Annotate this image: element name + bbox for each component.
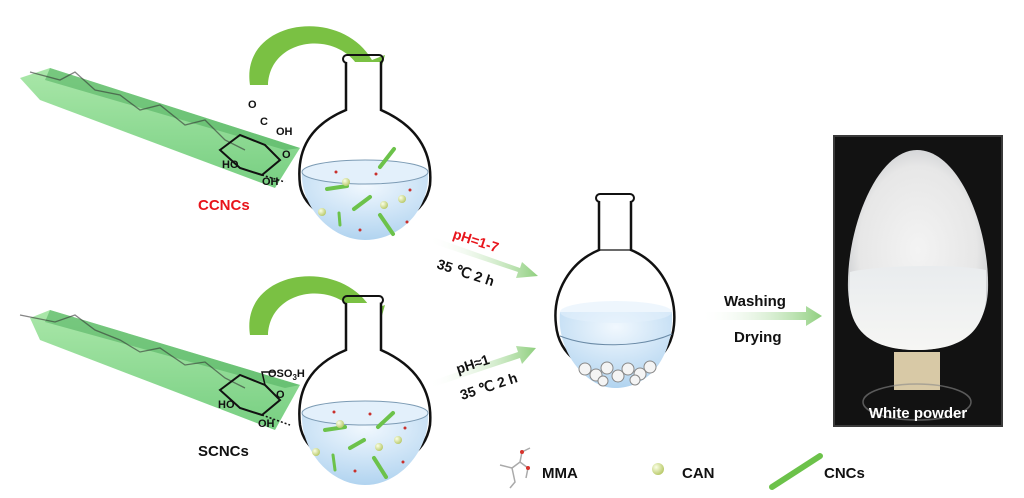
arrow-bottom-reaction [428,346,536,388]
cnc-rod-icon [769,453,823,490]
scnc-wavy-bond [261,414,291,426]
scnc-ring-o-label: O [276,389,285,401]
ccnc-label: CCNCs [198,197,250,214]
ccnc-crystal-face [45,68,300,150]
photo-caption: White powder [869,405,967,422]
ccnc-ring [218,133,282,177]
drying-label: Drying [734,329,782,346]
flask-bottom [298,295,432,485]
scnc-ho-label: HO [218,399,235,411]
legend-can-label: CAN [682,465,715,482]
powder-fill [849,266,986,350]
ccnc-ho-label: HO [222,159,239,171]
ccnc-c-label: C [260,116,268,128]
scnc-label: SCNCs [198,443,249,460]
ccnc-ring-o-label: O [282,149,291,161]
product-photo [833,135,1003,427]
ccnc-oh-label: OH [276,126,293,138]
washing-label: Washing [724,293,786,310]
ccnc-crystal-body [20,68,300,188]
flask-product [554,193,676,388]
arrow-top-reaction [428,236,538,278]
ccnc-crystal [20,68,300,188]
legend-mma-label: MMA [542,465,578,482]
ccnc-wavy-bond [261,174,286,183]
arrow-washing-drying [700,306,822,326]
scnc-chain [19,314,246,389]
scnc-oso3h-label: OSO3H [268,368,305,382]
scnc-crystal-face [45,310,300,388]
flask-top [298,54,432,240]
curved-add-arrow-bottom [249,276,385,340]
precipitate-particles [578,360,657,387]
legend-cncs-label: CNCs [824,465,865,482]
ccnc-oh-bottom-label: OH [262,176,279,188]
legend: MMA CAN CNCs [499,447,865,490]
ccnc-chain [29,71,246,151]
scnc-ring [218,373,282,417]
scnc-oh-bottom-label: OH [258,418,275,430]
mma-molecule-icon [499,447,531,489]
bottle-base [862,383,972,421]
scnc-crystal [19,310,300,430]
can-sphere-icon [652,463,664,475]
ccnc-o-label: O [248,99,257,111]
curved-add-arrow-top [249,26,385,90]
